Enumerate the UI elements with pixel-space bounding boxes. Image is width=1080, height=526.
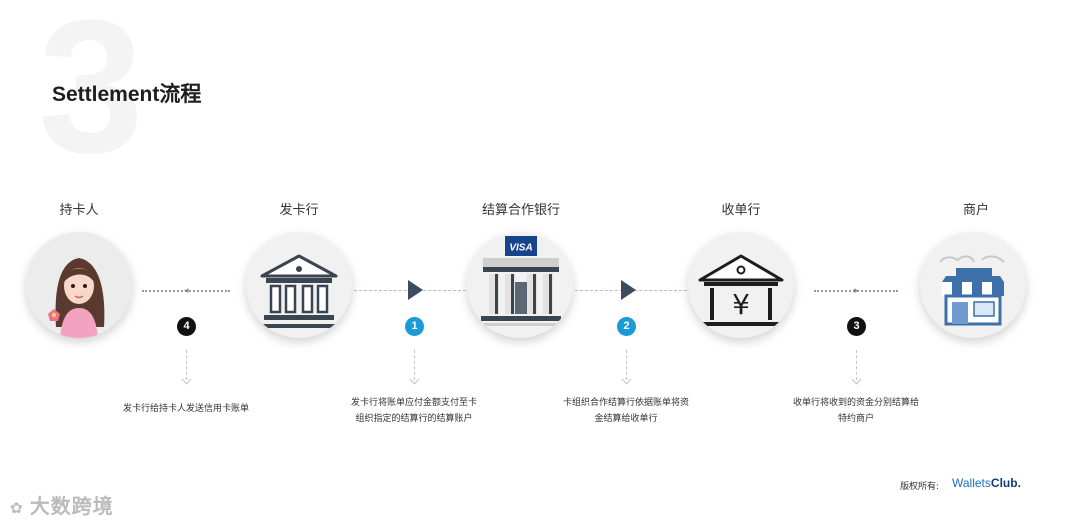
connector-cardholder-issuer [142, 290, 230, 292]
yen-bank-icon: ¥ [688, 232, 794, 338]
node-label-acquirer: 收单行 [721, 203, 761, 218]
arrow-right-icon [408, 280, 423, 300]
arrow-right-icon [621, 280, 636, 300]
down-arrow-icon [409, 374, 420, 385]
copyright-label: 版权所有: [900, 482, 940, 492]
down-connector [414, 350, 415, 380]
step-3-description: 收单行将收到的资金分别结算给 特约商户 [792, 398, 919, 424]
step-badge-2: 2 [617, 317, 636, 336]
watermark-logo: ✿ 大数跨境 [10, 494, 114, 518]
connector-acquirer-merchant [814, 290, 898, 292]
step-badge-1: 1 [405, 317, 424, 336]
node-label-settlement-bank: 结算合作银行 [481, 203, 560, 218]
down-connector [856, 350, 857, 380]
node-label-merchant: 商户 [962, 203, 989, 218]
down-arrow-icon [181, 374, 192, 385]
step-badge-4: 4 [177, 317, 196, 336]
background-step-number: 3 [38, 0, 144, 193]
node-label-cardholder: 持卡人 [59, 203, 99, 218]
storefront-icon [920, 232, 1026, 338]
down-arrow-icon [851, 374, 862, 385]
down-arrow-icon [621, 374, 632, 385]
arrow-right-small-icon: ▸ [854, 286, 859, 296]
bank-building-icon [246, 232, 352, 338]
arrow-left-icon: ◂ [184, 286, 189, 296]
yen-symbol: ¥ [732, 288, 750, 321]
node-label-issuer: 发卡行 [279, 203, 319, 218]
down-connector [186, 350, 187, 380]
visa-bank-icon: VISA [467, 232, 573, 338]
cardholder-avatar-icon [26, 232, 132, 338]
page-title: Settlement流程 [52, 83, 202, 106]
step-2-description: 卡组织合作结算行依据账单将资 金结算给收单行 [562, 398, 689, 424]
step-4-description: 发卡行给持卡人发送信用卡账单 [122, 404, 249, 414]
step-badge-3: 3 [847, 317, 866, 336]
brand-logo: WalletsClub. [952, 476, 1021, 490]
step-1-description: 发卡行将账单应付金额支付至卡 组织指定的结算行的结算账户 [350, 398, 477, 424]
visa-badge-text: VISA [509, 243, 532, 254]
down-connector [626, 350, 627, 380]
